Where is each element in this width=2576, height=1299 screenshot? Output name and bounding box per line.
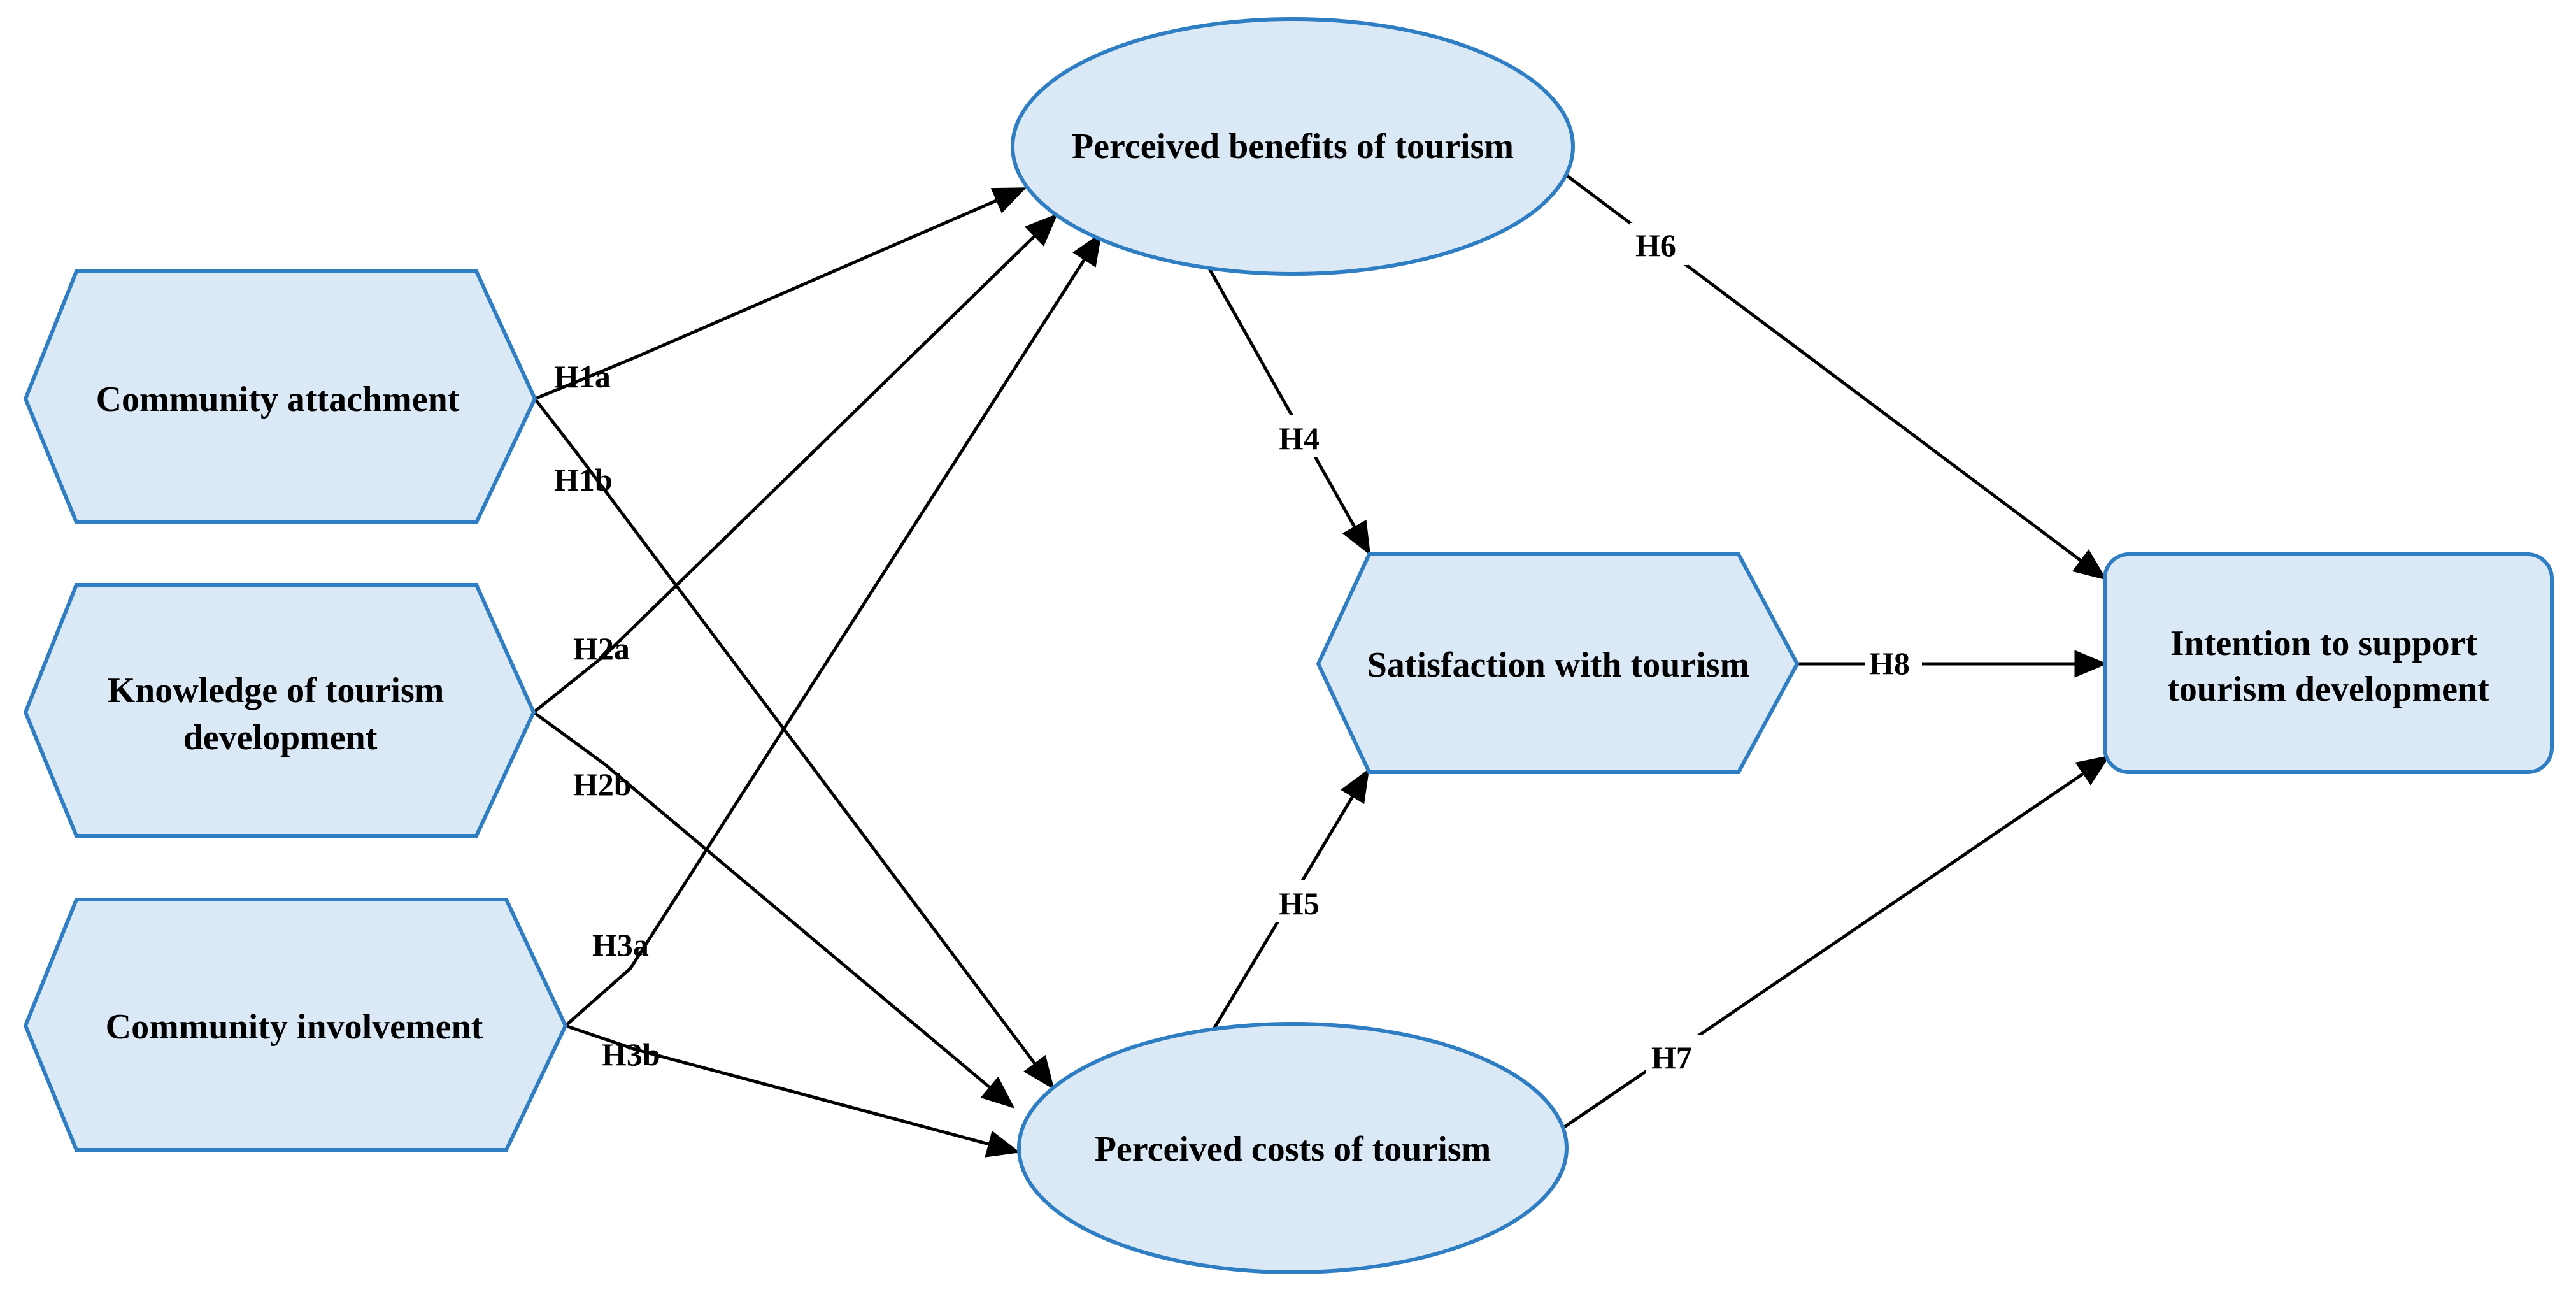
edge-h7: H7 xyxy=(1560,755,2110,1131)
edge-h3a: H3a xyxy=(564,232,1102,1027)
node-label-intention: Intention to support tourism development xyxy=(2167,624,2489,709)
edge-h8: H8 xyxy=(1797,640,2108,682)
edge-label-h5: H5 xyxy=(1279,886,1320,921)
edge-label-h4: H4 xyxy=(1279,420,1320,456)
edge-label-h8: H8 xyxy=(1869,645,1910,681)
edge-h3b: H3b xyxy=(565,1024,1021,1158)
node-satisfaction: Satisfaction with tourism xyxy=(1316,552,1800,774)
edge-h2a: H2a xyxy=(532,213,1058,714)
edge-label-h7: H7 xyxy=(1651,1040,1692,1075)
edge-label-h1a: H1a xyxy=(554,359,611,394)
edge-h2b: H2b xyxy=(532,710,1015,1109)
node-intention: Intention to support tourism development xyxy=(2103,552,2554,774)
edge-h1a: H1a xyxy=(534,187,1027,401)
node-label-perceived-costs: Perceived costs of tourism xyxy=(1095,1130,1491,1169)
edge-h6: H6 xyxy=(1554,165,2107,580)
node-community-involvement: Community involvement xyxy=(23,898,568,1152)
edge-label-h2a: H2a xyxy=(573,631,630,666)
edge-label-h3a: H3a xyxy=(592,927,649,963)
edge-label-h3b: H3b xyxy=(602,1037,660,1072)
node-perceived-costs: Perceived costs of tourism xyxy=(1017,1022,1569,1274)
nodes: Community attachment Knowledge of touris… xyxy=(23,17,2554,1274)
node-community-attachment: Community attachment xyxy=(23,269,537,524)
node-label-satisfaction: Satisfaction with tourism xyxy=(1367,645,1749,685)
edge-label-h6: H6 xyxy=(1635,227,1676,263)
node-label-knowledge: Knowledge of tourism development xyxy=(108,671,453,757)
node-perceived-benefits: Perceived benefits of tourism xyxy=(1011,17,1575,276)
edge-h4: H4 xyxy=(1207,266,1371,556)
edge-label-h2b: H2b xyxy=(573,766,632,802)
node-label-community-attachment: Community attachment xyxy=(96,380,460,419)
node-label-community-involvement: Community involvement xyxy=(106,1007,483,1047)
edge-label-h1b: H1b xyxy=(554,462,613,498)
edge-h5: H5 xyxy=(1210,768,1370,1033)
edge-h1b: H1b xyxy=(534,398,1055,1090)
edges: H1a H1b H2a H2b H3a H3b H xyxy=(532,165,2110,1158)
node-label-perceived-benefits: Perceived benefits of tourism xyxy=(1072,127,1514,166)
node-knowledge-of-tourism-development: Knowledge of tourism development xyxy=(23,583,536,838)
